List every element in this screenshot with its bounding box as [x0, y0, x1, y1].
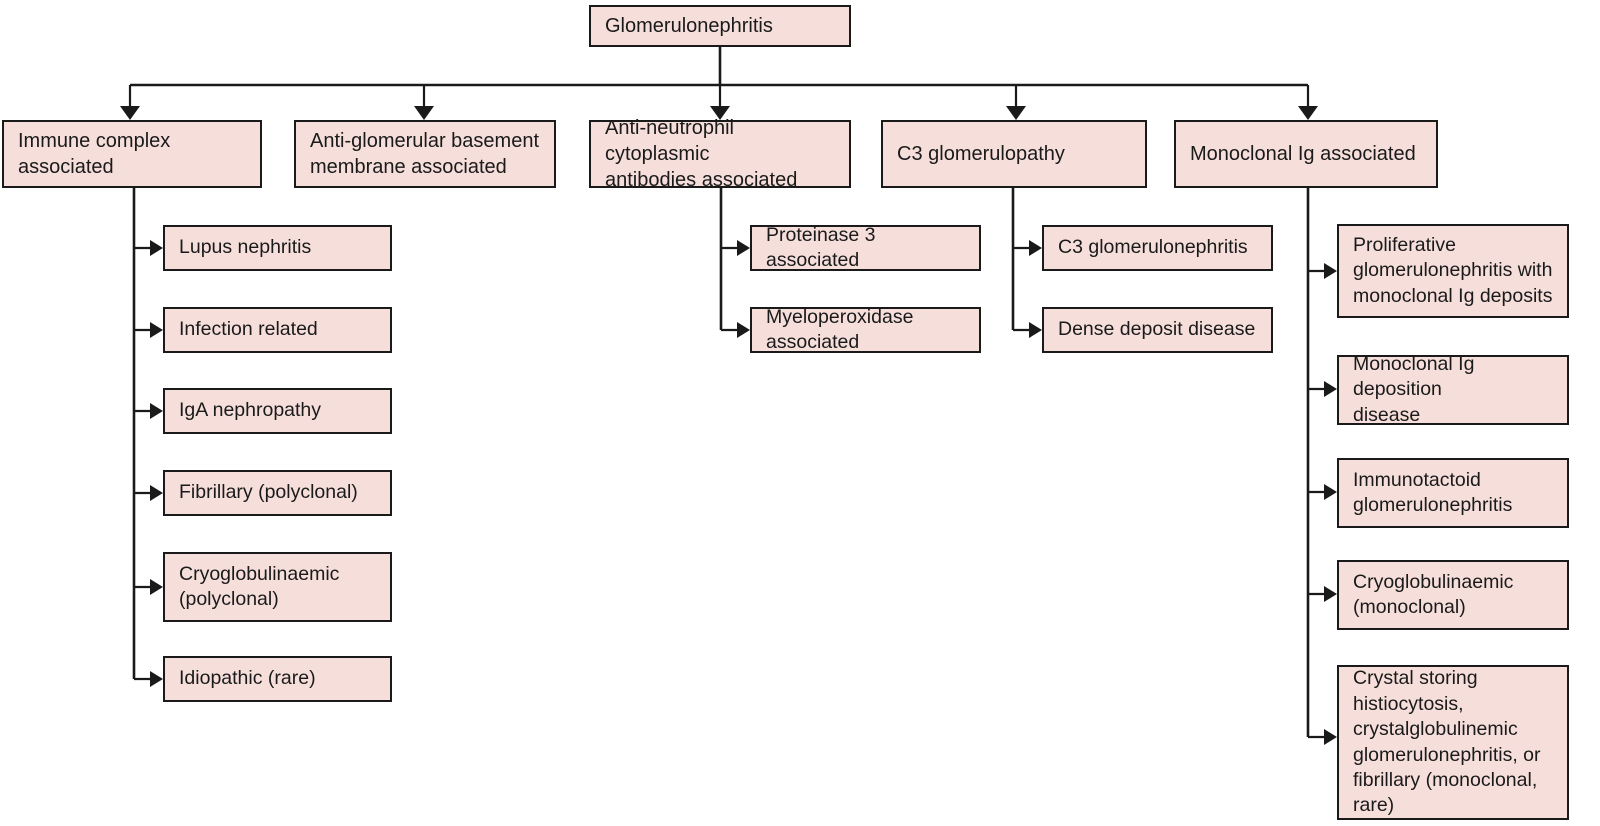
node-c3-glomerulonephritis[interactable]: C3 glomerulonephritis: [1042, 225, 1273, 271]
arrowhead-pgnmid: [1324, 263, 1337, 279]
node-infection-related-label: Infection related: [179, 318, 318, 341]
node-cryoglobulinaemic-polyclonal[interactable]: Cryoglobulinaemic (polyclonal): [163, 552, 392, 622]
node-root[interactable]: Glomerulonephritis: [589, 5, 851, 47]
node-myeloperoxidase-associated-label: Myeloperoxidase associated: [766, 305, 914, 353]
node-crystal-storing-histiocytosis[interactable]: Crystal storing histiocytosis, crystalgl…: [1337, 665, 1569, 820]
node-lupus-nephritis-label: Lupus nephritis: [179, 236, 312, 259]
arrowhead-cryo-poly: [150, 579, 163, 595]
node-proteinase-3-associated-label: Proteinase 3 associated: [766, 223, 876, 271]
node-cryoglobulinaemic-polyclonal-label: Cryoglobulinaemic (polyclonal): [179, 562, 340, 610]
node-c3-glomerulopathy[interactable]: C3 glomerulopathy: [881, 120, 1147, 188]
node-iga-nephropathy-label: IgA nephropathy: [179, 399, 322, 422]
node-monoclonal-ig-associated[interactable]: Monoclonal Ig associated: [1174, 120, 1438, 188]
node-root-label: Glomerulonephritis: [605, 15, 773, 37]
node-immunotactoid-glomerulonephritis[interactable]: Immunotactoid glomerulonephritis: [1337, 458, 1569, 528]
node-cryoglobulinaemic-monoclonal-label: Cryoglobulinaemic (monoclonal): [1353, 570, 1514, 618]
arrowhead-anti-gbm: [414, 106, 434, 120]
node-fibrillary-polyclonal[interactable]: Fibrillary (polyclonal): [163, 470, 392, 516]
node-proliferative-gn-monoclonal-ig-deposits[interactable]: Proliferative glomerulonephritis with mo…: [1337, 224, 1569, 318]
node-dense-deposit-disease-label: Dense deposit disease: [1058, 318, 1256, 341]
arrowhead-crystal: [1324, 729, 1337, 745]
node-infection-related[interactable]: Infection related: [163, 307, 392, 353]
arrowhead-midd: [1324, 381, 1337, 397]
node-iga-nephropathy[interactable]: IgA nephropathy: [163, 388, 392, 434]
node-monoclonal-ig-deposition-disease-label: Monoclonal Ig deposition disease: [1353, 352, 1475, 426]
arrowhead-monoclonal: [1298, 106, 1318, 120]
arrowhead-iga: [150, 403, 163, 419]
node-immune-complex-associated[interactable]: Immune complex associated: [2, 120, 262, 188]
arrowhead-cryo-mono: [1324, 586, 1337, 602]
node-anca-associated[interactable]: Anti-neutrophil cytoplasmic antibodies a…: [589, 117, 851, 191]
arrowhead-pr3: [737, 240, 750, 256]
node-anca-associated-label: Anti-neutrophil cytoplasmic antibodies a…: [605, 117, 798, 191]
node-idiopathic-rare-label: Idiopathic (rare): [179, 667, 316, 690]
arrowhead-ddd: [1029, 322, 1042, 338]
arrowhead-immune-complex: [120, 106, 140, 120]
node-anti-gbm-associated-label: Anti-glomerular basement membrane associ…: [310, 130, 539, 178]
arrowhead-c3gn: [1029, 240, 1042, 256]
node-crystal-storing-histiocytosis-label: Crystal storing histiocytosis, crystalgl…: [1353, 667, 1541, 817]
arrowhead-immunotactoid: [1324, 484, 1337, 500]
node-idiopathic-rare[interactable]: Idiopathic (rare): [163, 656, 392, 702]
node-fibrillary-polyclonal-label: Fibrillary (polyclonal): [179, 481, 358, 504]
arrowhead-infection: [150, 322, 163, 338]
node-cryoglobulinaemic-monoclonal[interactable]: Cryoglobulinaemic (monoclonal): [1337, 560, 1569, 630]
node-immune-complex-associated-label: Immune complex associated: [18, 130, 171, 178]
node-monoclonal-ig-deposition-disease[interactable]: Monoclonal Ig deposition disease: [1337, 352, 1569, 426]
node-c3-glomerulonephritis-label: C3 glomerulonephritis: [1058, 236, 1248, 259]
node-proteinase-3-associated[interactable]: Proteinase 3 associated: [750, 223, 981, 271]
node-anti-gbm-associated[interactable]: Anti-glomerular basement membrane associ…: [294, 120, 556, 188]
arrowhead-idiopathic: [150, 671, 163, 687]
node-c3-glomerulopathy-label: C3 glomerulopathy: [897, 143, 1065, 165]
arrowhead-fibrillary: [150, 485, 163, 501]
node-monoclonal-ig-associated-label: Monoclonal Ig associated: [1190, 143, 1416, 165]
node-lupus-nephritis[interactable]: Lupus nephritis: [163, 225, 392, 271]
node-proliferative-gn-monoclonal-ig-deposits-label: Proliferative glomerulonephritis with mo…: [1353, 233, 1553, 307]
node-immunotactoid-glomerulonephritis-label: Immunotactoid glomerulonephritis: [1353, 468, 1513, 516]
arrowhead-mpo: [737, 322, 750, 338]
node-myeloperoxidase-associated[interactable]: Myeloperoxidase associated: [750, 305, 981, 353]
arrowhead-c3: [1006, 106, 1026, 120]
arrowhead-lupus: [150, 240, 163, 256]
node-dense-deposit-disease[interactable]: Dense deposit disease: [1042, 307, 1273, 353]
